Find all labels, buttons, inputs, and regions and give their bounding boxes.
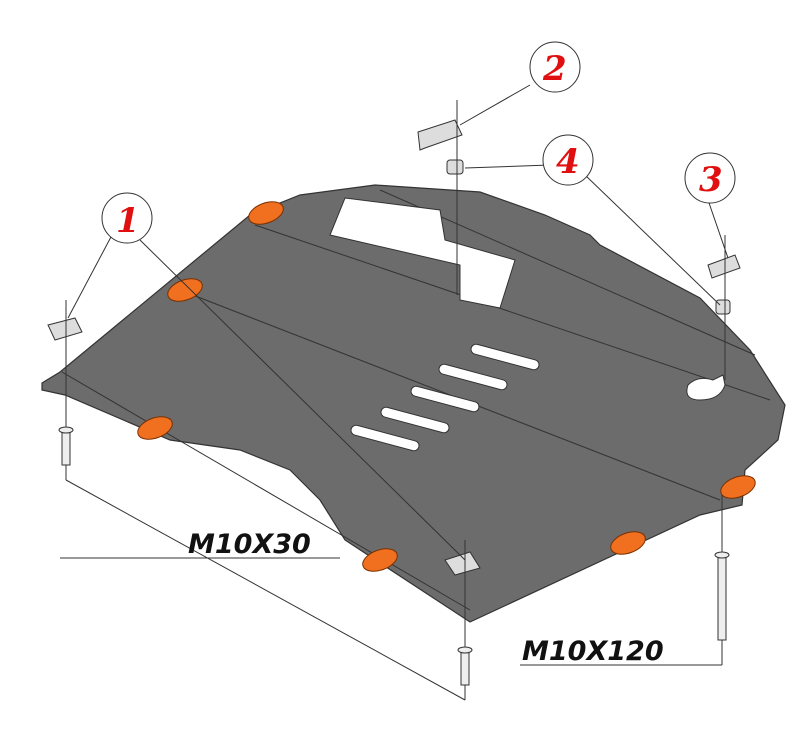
callout-2-label: 2 <box>542 49 567 89</box>
callout-3: 3 <box>684 152 736 204</box>
brackets <box>47 119 741 576</box>
rubber-plugs <box>137 201 756 572</box>
vent-slots <box>350 343 540 452</box>
callout-2: 2 <box>529 41 581 93</box>
plate-hole <box>686 374 726 401</box>
bolts <box>58 426 730 686</box>
bolt-label-m10x120: M10X120 <box>522 636 664 667</box>
skid-plate <box>41 184 786 623</box>
callout-1: 1 <box>101 192 153 244</box>
callout-4-label: 4 <box>556 142 580 182</box>
callout-1-label: 1 <box>116 201 140 241</box>
bolt-label-m10x30: M10X30 <box>188 529 311 560</box>
callout-4: 4 <box>542 134 594 186</box>
callout-3-label: 3 <box>699 160 723 200</box>
plate-cutout <box>329 197 516 309</box>
